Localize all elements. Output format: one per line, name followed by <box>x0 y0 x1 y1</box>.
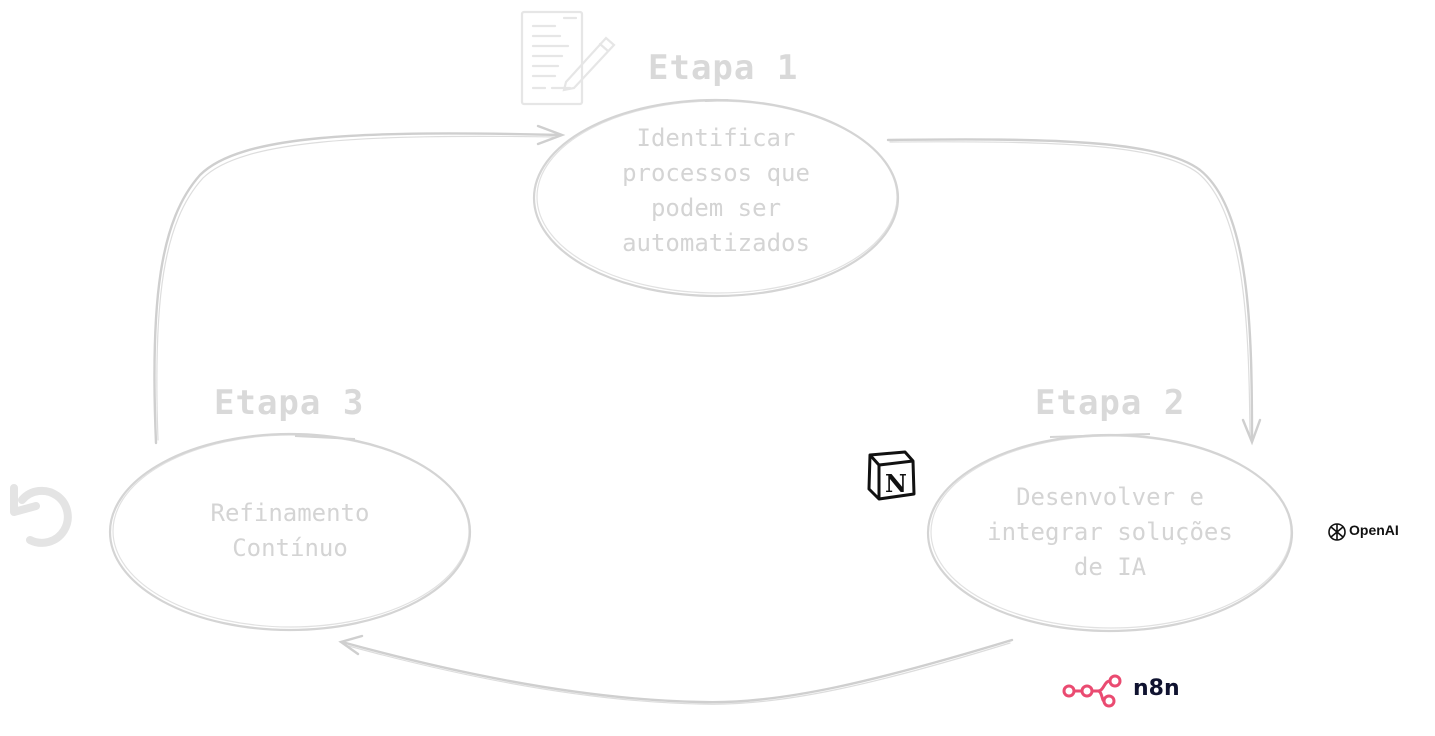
openai-logo-text: OpenAI <box>1349 522 1399 538</box>
stage-2-line: Desenvolver e <box>1016 483 1204 511</box>
stage-1-line: automatizados <box>622 229 810 257</box>
svg-text:N: N <box>885 469 907 498</box>
stage-1-text: Identificar processos que podem ser auto… <box>596 121 836 261</box>
stage-1-line: Identificar <box>636 124 796 152</box>
notion-icon: N <box>867 450 916 501</box>
stage-2-text: Desenvolver e integrar soluções de IA <box>970 480 1250 585</box>
arrow-stage3-to-stage1 <box>153 124 566 445</box>
arrow-stage1-to-stage2 <box>886 138 1262 446</box>
stage-3-line: Refinamento <box>210 499 370 527</box>
stage-1-title: Etapa 1 <box>648 48 799 88</box>
stage-3-line: Contínuo <box>232 534 348 562</box>
stage-3-ellipse <box>108 432 472 632</box>
sketch-marks <box>294 99 1151 440</box>
arrow-stage2-to-stage3 <box>338 634 1014 705</box>
stage-1-line: processos que <box>622 159 810 187</box>
n8n-icon <box>1062 674 1122 708</box>
document-pencil-icon <box>520 10 616 106</box>
n8n-logo-text: n8n <box>1133 676 1180 701</box>
openai-icon <box>1328 523 1346 541</box>
stage-2-line: de IA <box>1073 553 1147 581</box>
stage-1-line: podem ser <box>650 194 782 222</box>
refresh-icon <box>10 484 72 547</box>
stage-3-text: Refinamento Contínuo <box>180 496 400 566</box>
stage-3-title: Etapa 3 <box>214 383 365 423</box>
stage-2-line: integrar soluções <box>987 518 1233 546</box>
stage-2-title: Etapa 2 <box>1035 383 1186 423</box>
